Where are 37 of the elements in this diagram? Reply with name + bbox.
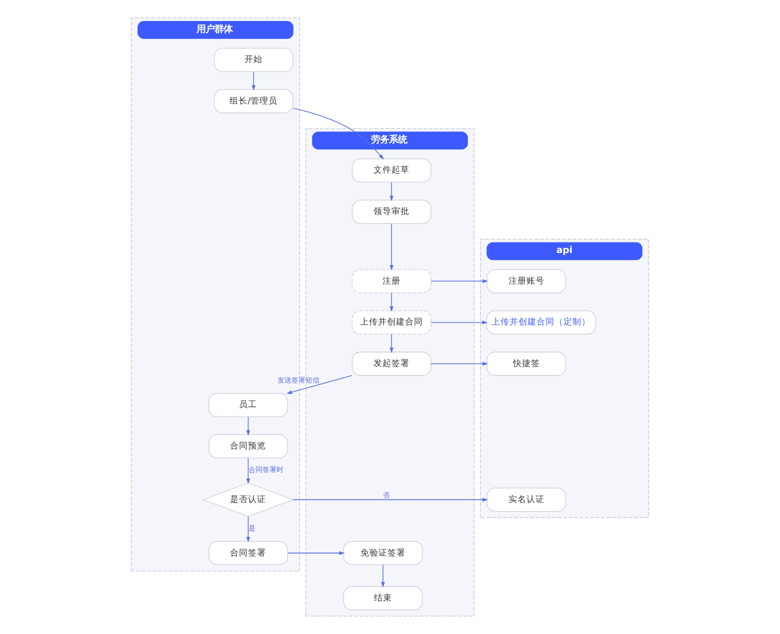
node-box: 注册账号 xyxy=(486,269,566,294)
edge-label: 发送签署短信 xyxy=(277,375,320,384)
arrow xyxy=(390,182,394,202)
node-box: 上传并创建合同（定制） xyxy=(486,310,596,335)
arrow xyxy=(381,564,385,588)
arrow xyxy=(286,375,352,394)
arrow xyxy=(390,223,394,271)
arrow xyxy=(246,516,250,542)
node-box: 合同签署 xyxy=(208,540,288,566)
edge-label: 合同签署时 xyxy=(248,465,284,474)
arrow xyxy=(430,279,488,284)
node-box: 组长/管理员 xyxy=(214,89,294,114)
node-box: 快捷签 xyxy=(486,352,566,376)
arrow xyxy=(430,362,488,366)
arrow xyxy=(430,320,488,324)
arrow xyxy=(246,458,250,484)
node-box: 合同预览 xyxy=(208,434,288,458)
arrow xyxy=(390,334,394,354)
node-box: 员工 xyxy=(208,392,288,418)
edge-label: 是 xyxy=(248,524,256,533)
node-box: 文件起草 xyxy=(352,158,432,183)
arrow xyxy=(292,498,488,502)
node-diamond: 是否认证 xyxy=(202,482,294,517)
node-box: 领导审批 xyxy=(352,200,432,224)
node-box: 开始 xyxy=(214,48,294,72)
arrow xyxy=(246,416,250,436)
arrow xyxy=(390,292,394,312)
node-box: 发起签署 xyxy=(352,352,432,376)
arrow xyxy=(292,108,384,160)
arrow xyxy=(287,551,345,555)
node-box: 免验证签署 xyxy=(343,540,423,566)
node-box: 结束 xyxy=(343,586,423,610)
arrow xyxy=(252,71,256,91)
node-box: 实名认证 xyxy=(486,488,566,512)
node-box: 上传并创建合同 xyxy=(352,310,432,335)
node-box: 注册 xyxy=(352,269,432,294)
edge-label: 否 xyxy=(382,490,390,500)
